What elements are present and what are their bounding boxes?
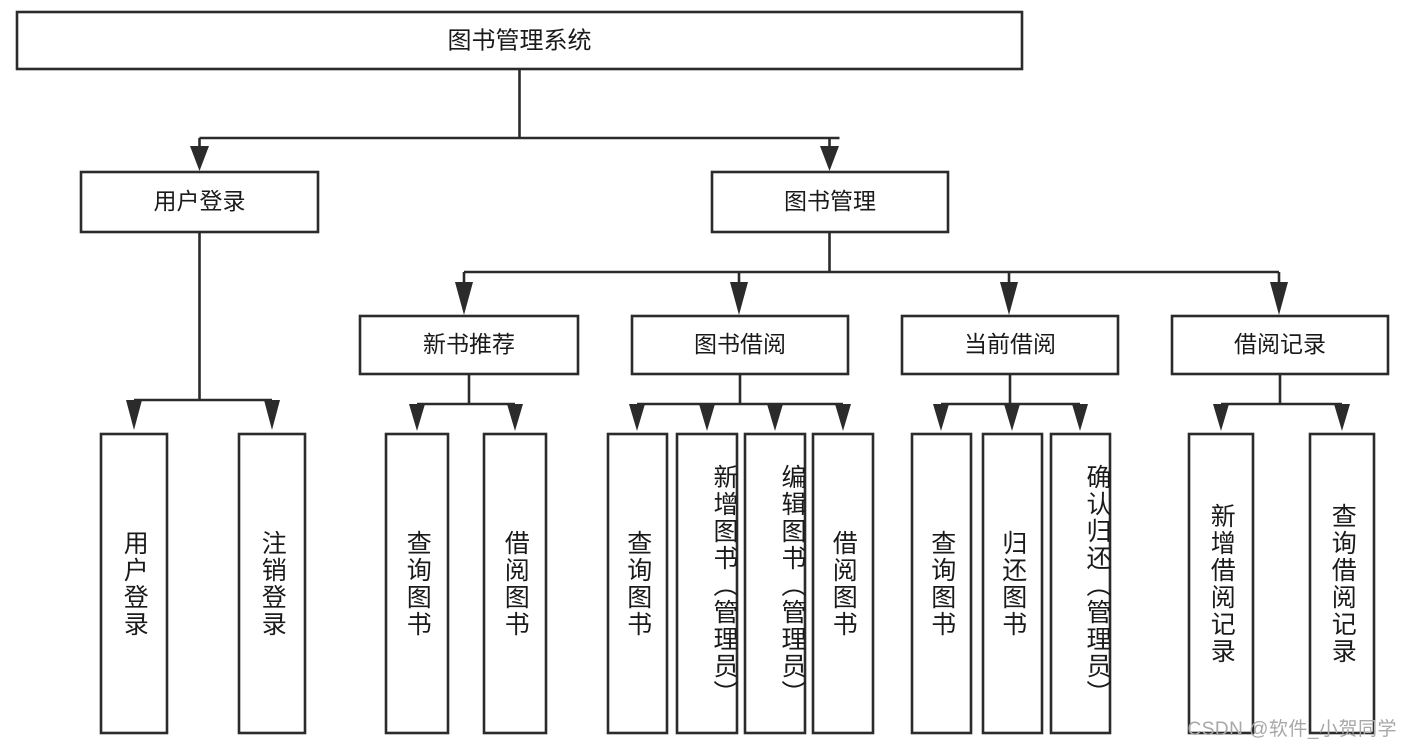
arrow-head-records [1270, 282, 1288, 315]
node-current-borrow-box[interactable] [900, 314, 1120, 376]
leaf-box-borrow-book-1[interactable] [482, 432, 548, 735]
connector-userlogin-to-leaves [126, 232, 280, 430]
arrow-head-leaf-confirm-return [1072, 404, 1088, 431]
arrow-head-leaf-query-book-1 [409, 404, 425, 431]
leaf-box-query-book-1[interactable] [384, 432, 450, 735]
connector-bookmgmt-to-level3 [455, 232, 1288, 315]
arrow-head-leaf-add-book [699, 404, 715, 431]
leaf-box-confirm-return[interactable] [1049, 432, 1112, 735]
arrow-head-leaf-user-login [126, 400, 142, 430]
node-current-borrow[interactable]: 当前借阅 [900, 314, 1120, 376]
arrow-head-borrow [730, 282, 748, 315]
arrow-head-leaf-add-record [1213, 404, 1229, 431]
arrow-head-leaf-borrow-book-1 [507, 404, 523, 431]
node-book-borrow[interactable]: 图书借阅 [630, 314, 850, 376]
connector-root-to-level2 [190, 69, 840, 171]
leaf-node-boxes [99, 432, 1376, 735]
node-user-login[interactable]: 用户登录 [79, 170, 320, 234]
arrow-head-leaf-query-book-3 [933, 404, 949, 431]
node-book-management[interactable]: 图书管理 [710, 170, 950, 234]
leaf-box-query-record[interactable] [1308, 432, 1376, 735]
node-user-login-label: 用户登录 [154, 188, 246, 214]
arrow-head-leaf-edit-book [767, 404, 783, 431]
node-new-book-recommend[interactable]: 新书推荐 [358, 314, 580, 376]
leaf-box-add-book-admin[interactable] [675, 432, 739, 735]
leaf-box-add-record[interactable] [1187, 432, 1255, 735]
node-new-book-recommend-box[interactable] [358, 314, 580, 376]
node-book-management-label: 图书管理 [784, 188, 876, 214]
arrow-head-leaf-borrow-book-2 [835, 404, 851, 431]
arrow-head-user-login [190, 146, 209, 171]
csdn-watermark: CSDN @软件_小贺同学 [1187, 719, 1397, 740]
connector-newbook-to-leaves [409, 374, 523, 431]
arrow-head-newbook [455, 282, 473, 315]
leaf-box-query-book-2[interactable] [606, 432, 669, 735]
leaf-box-edit-book-admin[interactable] [743, 432, 807, 735]
arrow-head-book-mgmt [820, 146, 839, 171]
node-root-system-label: 图书管理系统 [448, 27, 592, 54]
connector-records-to-leaves [1213, 374, 1350, 431]
node-new-book-recommend-label: 新书推荐 [423, 331, 515, 357]
arrow-head-leaf-query-record [1334, 404, 1350, 431]
leaf-box-logout-login[interactable] [237, 432, 307, 735]
arrow-head-current [1000, 282, 1018, 315]
connector-borrow-to-leaves [629, 374, 851, 431]
node-root-system-box[interactable] [15, 10, 1024, 71]
connector-current-to-leaves [933, 374, 1088, 431]
node-current-borrow-label: 当前借阅 [964, 331, 1056, 357]
arrow-head-leaf-query-book-2 [629, 404, 645, 431]
leaf-box-user-login[interactable] [99, 432, 169, 735]
node-book-borrow-label: 图书借阅 [694, 331, 786, 357]
node-book-borrow-box[interactable] [630, 314, 850, 376]
leaf-box-return-book[interactable] [981, 432, 1044, 735]
node-borrow-records[interactable]: 借阅记录 [1170, 314, 1390, 376]
node-borrow-records-label: 借阅记录 [1234, 331, 1326, 357]
arrow-head-leaf-return-book [1004, 404, 1020, 431]
leaf-box-borrow-book-2[interactable] [811, 432, 875, 735]
node-borrow-records-box[interactable] [1170, 314, 1390, 376]
arrow-head-leaf-logout [264, 400, 280, 430]
node-user-login-box[interactable] [79, 170, 320, 234]
node-root-system[interactable]: 图书管理系统 [15, 10, 1024, 71]
node-book-management-box[interactable] [710, 170, 950, 234]
leaf-box-query-book-3[interactable] [910, 432, 973, 735]
